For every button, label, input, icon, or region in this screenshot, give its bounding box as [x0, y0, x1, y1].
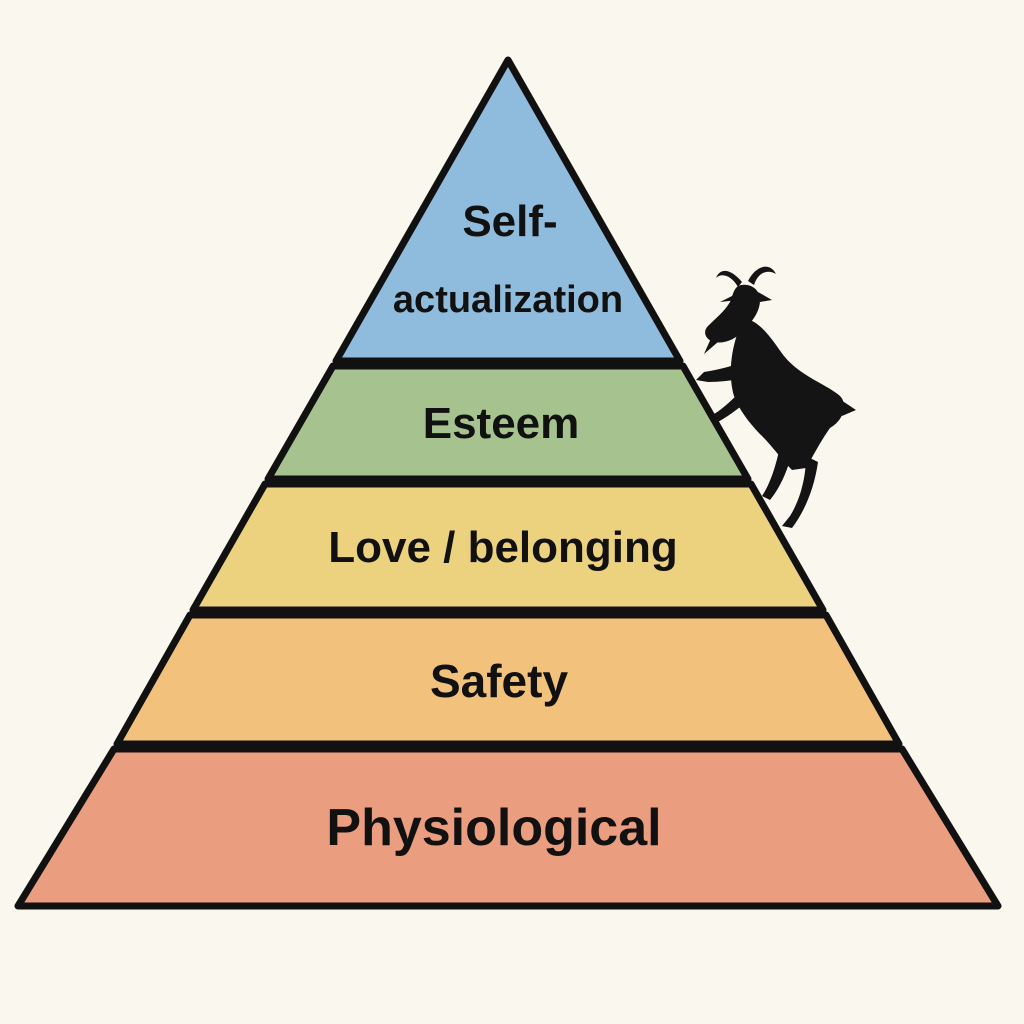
level-love-belonging: Love / belonging: [189, 480, 827, 614]
level-self-actualization-label-line-2: actualization: [393, 279, 623, 321]
level-safety: Safety: [113, 611, 903, 748]
level-love-belonging-label: Love / belonging: [328, 523, 678, 572]
level-esteem-band: [264, 362, 752, 483]
level-physiological: Physiological: [14, 745, 1002, 910]
level-esteem: Esteem: [264, 362, 752, 483]
level-self-actualization-label-line-1: Self-: [462, 197, 557, 246]
level-physiological-band: [14, 745, 1002, 910]
level-physiological-label: Physiological: [326, 799, 661, 857]
level-safety-label: Safety: [430, 655, 568, 707]
level-safety-band: [113, 611, 903, 748]
level-self-actualization: Self- actualization: [332, 56, 684, 365]
goat-silhouette-icon: [696, 266, 856, 528]
level-love-belonging-band: [189, 480, 827, 614]
level-esteem-label: Esteem: [423, 399, 580, 448]
level-self-actualization-band: [332, 56, 684, 365]
